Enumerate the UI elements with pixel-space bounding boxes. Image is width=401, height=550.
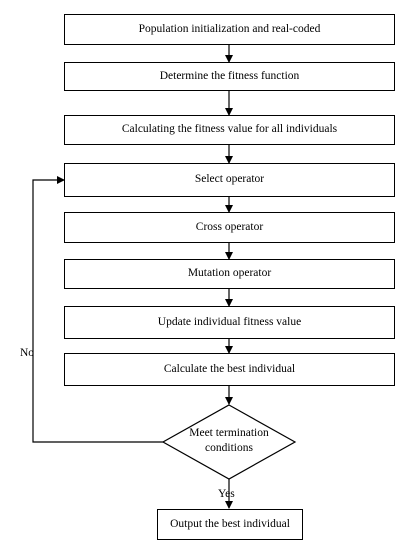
output-best-individual-label: Output the best individual bbox=[170, 517, 290, 530]
step-calculate-best: Calculate the best individual bbox=[64, 353, 395, 386]
step-update-fitness: Update individual fitness value bbox=[64, 306, 395, 339]
step-cross-operator: Cross operator bbox=[64, 212, 395, 243]
no-label: No bbox=[20, 347, 35, 359]
decision-label-line2: conditions bbox=[205, 441, 253, 454]
step-determine-fitness: Determine the fitness function bbox=[64, 62, 395, 91]
yes-label: Yes bbox=[218, 488, 235, 500]
arrow-no-loop bbox=[32, 176, 163, 443]
step-determine-fitness-label: Determine the fitness function bbox=[159, 69, 300, 82]
step-population-init: Population initialization and real-coded bbox=[64, 14, 395, 45]
step-update-fitness-label: Update individual fitness value bbox=[157, 315, 302, 328]
decision-label-line1: Meet termination bbox=[189, 427, 269, 439]
step-mutation-operator-label: Mutation operator bbox=[187, 267, 272, 280]
output-best-individual: Output the best individual bbox=[157, 509, 303, 540]
step-population-init-label: Population initialization and real-coded bbox=[138, 22, 321, 35]
step-cross-operator-label: Cross operator bbox=[195, 220, 264, 233]
step-select-operator-label: Select operator bbox=[194, 173, 265, 186]
step-calculate-fitness: Calculating the fitness value for all in… bbox=[64, 115, 395, 145]
step-select-operator: Select operator bbox=[64, 163, 395, 197]
step-calculate-fitness-label: Calculating the fitness value for all in… bbox=[121, 123, 338, 136]
step-calculate-best-label: Calculate the best individual bbox=[163, 362, 296, 375]
decision-label: Meet termination conditions bbox=[174, 426, 284, 456]
step-mutation-operator: Mutation operator bbox=[64, 259, 395, 289]
